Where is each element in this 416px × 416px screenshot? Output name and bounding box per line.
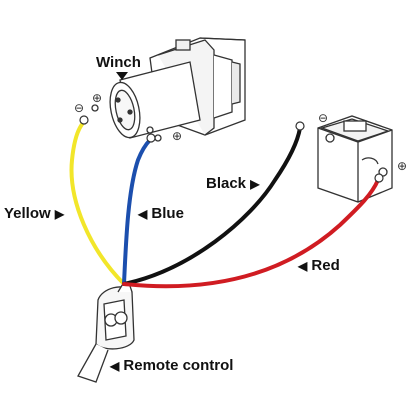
- winch-plus-sign: ⊕: [92, 91, 102, 105]
- winch-plus-sign-2: ⊕: [172, 129, 182, 143]
- remote-control-illustration: [77, 281, 135, 383]
- black-label: Black ▶: [206, 175, 260, 192]
- winch-pointer-arrow: [116, 72, 128, 80]
- winch-illustration: [91, 37, 246, 142]
- ring-terminals: [79, 115, 384, 183]
- winch-label: Winch: [96, 54, 141, 71]
- battery-illustration: [317, 115, 393, 203]
- right-arrow-icon: ▶: [54, 207, 65, 221]
- left-arrow-icon: ◀: [110, 359, 120, 373]
- battery-plus-sign: ⊕: [397, 159, 407, 173]
- blue-wire: [122, 138, 152, 286]
- remote-control-label: ◀ Remote control: [110, 357, 234, 374]
- red-terminal: [374, 173, 384, 183]
- black-wire: [122, 126, 302, 286]
- left-arrow-icon: ◀: [298, 259, 308, 273]
- left-arrow-icon: ◀: [138, 207, 148, 221]
- black-terminal: [295, 121, 305, 131]
- battery-minus-sign: ⊖: [318, 111, 328, 125]
- right-arrow-icon: ▶: [250, 177, 260, 191]
- winch-minus-sign: ⊖: [74, 101, 84, 115]
- red-label: ◀ Red: [298, 257, 340, 274]
- blue-terminal: [146, 133, 156, 143]
- yellow-terminal: [79, 115, 89, 125]
- yellow-wire: [69, 120, 126, 286]
- wires: [69, 120, 380, 289]
- yellow-label: Yellow ▶: [4, 205, 65, 222]
- red-wire: [122, 178, 380, 289]
- blue-label: ◀ Blue: [138, 205, 184, 222]
